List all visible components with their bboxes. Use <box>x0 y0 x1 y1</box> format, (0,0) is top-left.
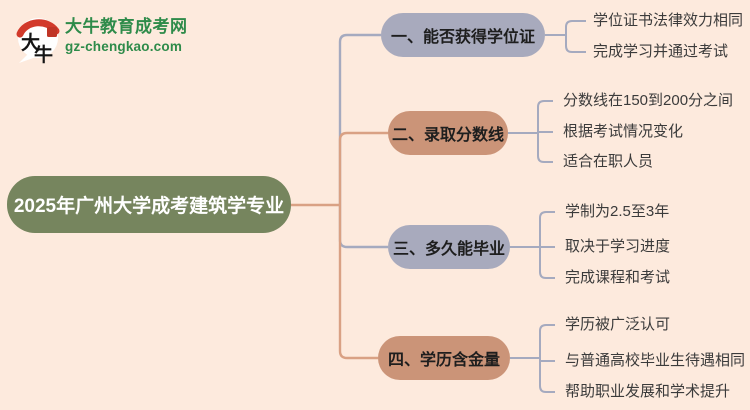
leaf-item: 取决于学习进度 <box>565 238 671 255</box>
branch1-leaf-bracket <box>545 20 586 53</box>
branch2-leaf-bracket <box>508 100 553 163</box>
branch-node-degree-certificate: 一、能否获得学位证 <box>381 13 545 57</box>
leaf-item: 与普通高校毕业生待遇相同 <box>565 352 746 369</box>
red-seal-icon <box>47 27 57 37</box>
leaf-item: 根据考试情况变化 <box>563 123 684 140</box>
leaf-item: 学历被广泛认可 <box>565 316 671 333</box>
logo-char-bottom: 牛 <box>34 43 53 64</box>
leaf-item: 帮助职业发展和学术提升 <box>565 383 731 400</box>
branch-node-degree-value: 四、学历含金量 <box>378 336 510 380</box>
branch4-connector <box>338 205 378 360</box>
brand-logo: 大 牛 大牛教育成考网 gz-chengkao.com <box>13 12 188 64</box>
branch3-leaf-bracket <box>510 211 555 279</box>
bull-speech-bubble-icon: 大 牛 <box>16 18 60 64</box>
logo-char-top: 大 <box>21 31 40 54</box>
branch-node-admission-score: 二、录取分数线 <box>388 111 508 155</box>
brand-text-block: 大牛教育成考网 gz-chengkao.com <box>65 17 188 54</box>
leaf-item: 完成学习并通过考试 <box>593 43 729 60</box>
brand-name: 大牛教育成考网 <box>65 17 188 36</box>
leaf-item: 学制为2.5至3年 <box>565 203 670 220</box>
branch3-connector <box>338 205 388 249</box>
branch4-leaf-bracket <box>510 324 555 393</box>
branch1-connector <box>338 33 381 205</box>
branch2-connector <box>338 131 388 205</box>
leaf-item: 适合在职人员 <box>563 153 654 170</box>
leaf-item: 学位证书法律效力相同 <box>593 12 744 29</box>
leaf-item: 分数线在150到200分之间 <box>563 92 734 109</box>
leaf-item: 完成课程和考试 <box>565 269 671 286</box>
brand-domain: gz-chengkao.com <box>65 38 183 54</box>
branch-node-graduation-time: 三、多久能毕业 <box>388 225 510 269</box>
root-topic-node: 2025年广州大学成考建筑学专业 <box>7 176 291 233</box>
